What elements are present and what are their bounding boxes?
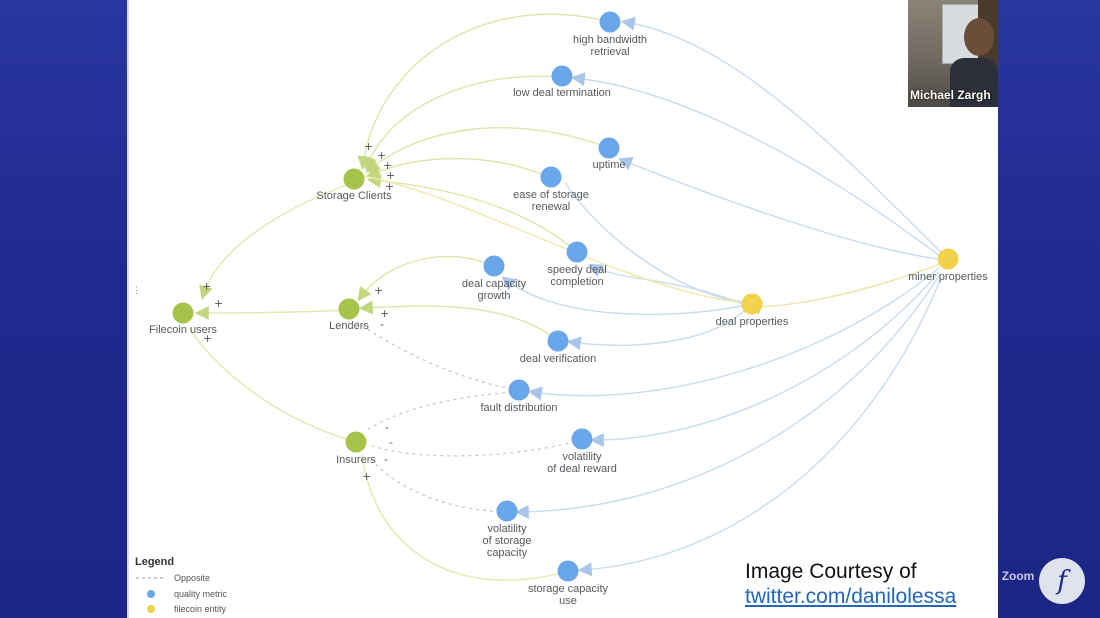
svg-text:+: + (202, 280, 211, 293)
svg-text:high bandwidth: high bandwidth (573, 34, 647, 46)
node-deal-verification: deal verification (520, 330, 596, 365)
svg-text:use: use (559, 595, 577, 607)
node-filecoin-users: Filecoin users (149, 302, 217, 336)
courtesy-text: Image Courtesy of (745, 560, 917, 583)
node-deal-properties: deal properties (716, 293, 789, 328)
edges-to-storage-clients (357, 13, 611, 253)
svg-text:-: - (385, 421, 389, 434)
svg-text:low deal termination: low deal termination (513, 87, 611, 99)
node-lenders: Lenders (329, 298, 369, 332)
svg-text:quality metric: quality metric (174, 589, 228, 599)
courtesy-link[interactable]: twitter.com/danilolessa (745, 585, 957, 608)
causal-loop-diagram: high bandwidth retrieval low deal termin… (135, 11, 988, 614)
svg-text:Filecoin users: Filecoin users (149, 324, 217, 336)
participant-video-tile[interactable]: Michael Zargh (908, 0, 998, 107)
node-volatility-of-deal-reward: volatility of deal reward (547, 428, 617, 475)
svg-text:deal verification: deal verification (520, 353, 596, 365)
svg-text:+: + (374, 284, 383, 297)
svg-text:miner properties: miner properties (908, 271, 988, 283)
edges-to-lenders (356, 255, 559, 391)
node-speedy-deal-completion: speedy deal completion (547, 241, 607, 288)
node-high-bandwidth-retrieval: high bandwidth retrieval (573, 11, 647, 58)
svg-text:+: + (380, 307, 389, 320)
svg-text:ease of storage: ease of storage (513, 189, 589, 201)
svg-text:+: + (364, 140, 373, 153)
svg-text:Storage Clients: Storage Clients (316, 190, 392, 202)
image-courtesy: Image Courtesy of twitter.com/daniloless… (745, 559, 995, 609)
legend-blue-dot (147, 590, 155, 598)
node-miner-properties: miner properties (908, 248, 988, 283)
svg-text:Lenders: Lenders (329, 320, 369, 332)
node-deal-capacity-growth: deal capacity growth (462, 255, 527, 302)
participant-head (964, 18, 994, 56)
svg-text:growth: growth (477, 290, 510, 302)
svg-text:-: - (389, 436, 393, 449)
svg-text:speedy deal: speedy deal (547, 264, 606, 276)
svg-text:Opposite: Opposite (174, 573, 210, 583)
edges-to-insurers (366, 391, 583, 513)
powered-by-zoom: Powered by Zoom (931, 569, 1035, 583)
node-low-deal-termination: low deal termination (513, 65, 611, 99)
node-fault-distribution: fault distribution (480, 379, 558, 414)
node-uptime: uptime (592, 137, 626, 171)
participant-name: Michael Zargh (910, 88, 991, 102)
svg-text:of storage: of storage (483, 535, 532, 547)
presentation-slide: high bandwidth retrieval low deal termin… (127, 0, 998, 618)
svg-text:fault distribution: fault distribution (480, 402, 557, 414)
node-storage-capacity-use: storage capacity use (528, 560, 609, 607)
participant-body (950, 58, 998, 107)
node-insurers: Insurers (336, 431, 376, 466)
svg-text:Legend: Legend (135, 556, 174, 568)
svg-text:volatility: volatility (487, 523, 527, 535)
svg-text:+: + (362, 470, 371, 483)
diagram-legend: Legend Opposite quality metric filecoin … (135, 556, 228, 614)
svg-text:completion: completion (550, 276, 603, 288)
node-storage-clients: Storage Clients (316, 168, 392, 202)
svg-text:capacity: capacity (487, 547, 528, 559)
svg-text:deal properties: deal properties (716, 316, 789, 328)
filecoin-logo-icon: f (1039, 558, 1085, 604)
edges-entity (188, 181, 569, 581)
svg-text:renewal: renewal (532, 201, 571, 213)
svg-text:uptime: uptime (592, 159, 625, 171)
svg-text:deal capacity: deal capacity (462, 278, 527, 290)
svg-text:volatility: volatility (562, 451, 602, 463)
svg-text:filecoin entity: filecoin entity (174, 604, 227, 614)
edges-from-properties (356, 16, 948, 577)
drag-handle[interactable]: ⋮ (132, 285, 141, 295)
node-ease-of-storage-renewal: ease of storage renewal (513, 166, 589, 213)
svg-text:+: + (377, 149, 386, 162)
svg-text:+: + (385, 180, 394, 193)
svg-text:-: - (380, 318, 384, 331)
polarity-signs: + + + + + + + + + + - - - - + (202, 140, 395, 483)
svg-text:+: + (214, 297, 223, 310)
svg-text:+: + (383, 159, 392, 172)
legend-yellow-dot (147, 605, 155, 613)
svg-text:+: + (386, 169, 395, 182)
svg-text:Insurers: Insurers (336, 454, 376, 466)
svg-text:-: - (384, 453, 388, 466)
slide-border (127, 0, 129, 618)
svg-text:retrieval: retrieval (590, 46, 629, 58)
svg-text:of deal reward: of deal reward (547, 463, 617, 475)
svg-text:storage capacity: storage capacity (528, 583, 609, 595)
svg-text:+: + (203, 332, 212, 345)
node-volatility-of-storage-capacity: volatility of storage capacity (483, 500, 532, 559)
